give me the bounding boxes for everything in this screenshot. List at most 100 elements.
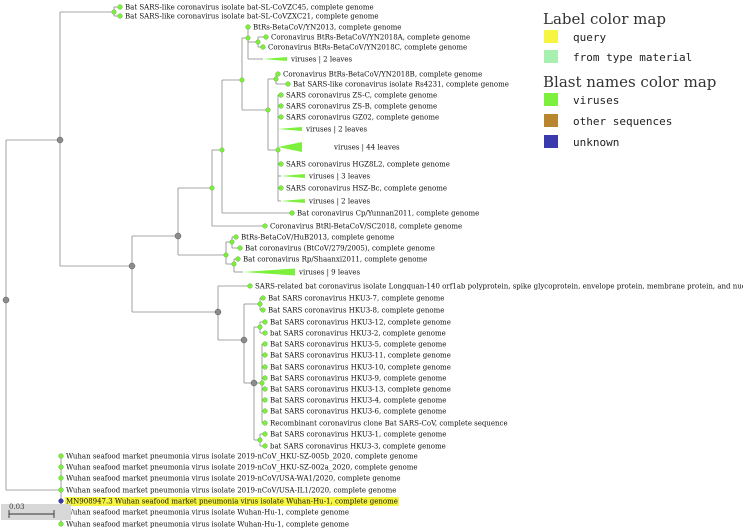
internal-node — [275, 147, 281, 153]
leaf-label: Bat coronavirus Rp/Shaanxi2011, complete… — [243, 256, 427, 264]
internal-node — [255, 39, 261, 45]
leaf-label: Bat SARS coronavirus HKU3-4, complete ge… — [270, 397, 446, 405]
collapsed-clade-label: viruses | 2 leaves — [308, 198, 371, 206]
leaf-node — [58, 521, 64, 527]
leaf-node — [262, 223, 268, 229]
leaf-node — [262, 330, 268, 336]
internal-node — [240, 336, 248, 344]
leaf-labels: Bat SARS-like coronavirus isolate bat-SL… — [66, 4, 743, 529]
leaf-label: Bat SARS coronavirus HKU3-10, complete g… — [270, 364, 451, 372]
query-highlights — [65, 497, 399, 506]
collapsed-clade-label: viruses | 9 leaves — [298, 269, 361, 277]
unknown-swatch — [544, 135, 558, 148]
leaf-label: Bat SARS coronavirus HKU3-5, complete ge… — [270, 341, 446, 349]
leaf-label: Coronavirus BtRs-BetaCoV/YN2018A, comple… — [271, 34, 470, 42]
other-sequences-legend-label: other sequences — [573, 115, 672, 128]
leaf-label: Bat SARS coronavirus HKU3-11, complete g… — [270, 352, 451, 360]
leaf-node — [278, 161, 284, 167]
internal-node — [231, 261, 237, 267]
leaf-node — [245, 24, 251, 30]
leaf-node — [58, 475, 64, 481]
internal-node — [128, 262, 136, 270]
collapsed-clade-label: viruses | 2 leaves — [290, 56, 353, 64]
leaf-label: Bat SARS-like coronavirus isolate Rs4231… — [293, 81, 509, 89]
leaf-label: SARS coronavirus ZS-C, complete genome — [286, 92, 437, 100]
leaf-node — [260, 295, 266, 301]
leaf-label: Bat SARS coronavirus HKU3-7, complete ge… — [268, 295, 444, 303]
viruses-swatch — [544, 93, 558, 106]
leaf-node — [262, 431, 268, 437]
collapsed-clade-wedge — [278, 127, 302, 131]
collapsed-clade-label: viruses | 3 leaves — [308, 173, 371, 181]
leaf-node — [233, 234, 239, 240]
leaf-label: Bat coronavirus (BtCoV/279/2005), comple… — [245, 245, 435, 253]
leaf-label: Wuhan seafood market pneumonia virus iso… — [66, 509, 349, 517]
leaf-label: Bat SARS coronavirus HKU3-6, complete ge… — [270, 408, 446, 416]
leaf-node — [285, 81, 291, 87]
internal-node — [257, 437, 263, 443]
leaf-node — [289, 210, 295, 216]
internal-node — [209, 185, 215, 191]
leaf-label: SARS coronavirus HSZ-Bc, complete genome — [286, 185, 447, 193]
leaf-label: Bat SARS coronavirus HKU3-9, complete ge… — [270, 375, 446, 383]
internal-node — [229, 239, 235, 245]
internal-node — [273, 76, 279, 82]
leaf-node — [262, 319, 268, 325]
internal-node — [111, 9, 117, 15]
leaf-node — [278, 185, 284, 191]
collapsed-clade-label: viruses | 44 leaves — [333, 144, 400, 152]
internal-node — [223, 252, 229, 258]
leaf-label: Bat SARS coronavirus HKU3-13, complete g… — [270, 386, 451, 394]
internal-node — [257, 301, 263, 307]
leaf-label: Recombinant coronavirus clone Bat SARS-C… — [270, 420, 508, 428]
type-material-swatch — [544, 50, 558, 63]
leaf-label: bat SARS coronavirus HKU3-3, complete ge… — [270, 443, 446, 451]
leaf-node — [58, 453, 64, 459]
leaf-label: SARS coronavirus HGZ8L2, complete genome — [286, 161, 450, 169]
leaf-node — [247, 283, 253, 289]
leaf-label: Wuhan seafood market pneumonia virus iso… — [66, 487, 396, 495]
leaf-label: SARS coronavirus GZ02, complete genome — [286, 114, 439, 122]
leaf-label: SARS coronavirus ZS-B, complete genome — [286, 103, 437, 111]
leaf-label: Wuhan seafood market pneumonia virus iso… — [66, 521, 349, 529]
internal-node — [214, 308, 222, 316]
leaf-label: Bat coronavirus Cp/Yunnan2011, complete … — [297, 210, 479, 218]
collapsed-clades — [243, 57, 305, 276]
blast-names-color-map-title: Blast names color map — [543, 73, 716, 91]
internal-node — [250, 379, 258, 387]
leaf-node — [117, 13, 123, 19]
internal-node — [245, 35, 251, 41]
leaf-node — [262, 341, 268, 347]
internal-node — [239, 77, 245, 83]
leaf-node — [58, 464, 64, 470]
leaf-label: Bat SARS coronavirus HKU3-12, complete g… — [270, 319, 451, 327]
leaf-label: bat SARS coronavirus HKU3-2, complete ge… — [270, 330, 446, 338]
leaf-label: Coronavirus BtRl-BetaCoV/SC2018, complet… — [270, 223, 462, 231]
leaf-label: SARS-related bat coronavirus isolate Lon… — [255, 283, 743, 291]
leaf-node — [275, 71, 281, 77]
leaf-node — [278, 114, 284, 120]
leaf-node — [260, 44, 266, 50]
scale-bar-label: 0.03 — [9, 503, 25, 511]
collapsed-clade-label: viruses | 2 leaves — [305, 126, 368, 134]
leaf-node — [262, 352, 268, 358]
leaf-label: Coronavirus BtRs-BetaCoV/YN2018B, comple… — [283, 71, 482, 79]
scale-bar-background — [1, 504, 71, 520]
leaf-label: Bat SARS coronavirus HKU3-1, complete ge… — [270, 431, 446, 439]
query-leaf-label: MN908947.3 Wuhan seafood market pneumoni… — [66, 498, 398, 506]
leaf-node — [262, 408, 268, 414]
query-leaf-node — [58, 498, 64, 504]
label-color-map-title: Label color map — [543, 10, 666, 28]
leaf-node — [278, 103, 284, 109]
internal-node — [2, 296, 10, 304]
leaf-node — [262, 397, 268, 403]
collapsed-clade-wedge — [243, 268, 295, 276]
tree-branches — [5, 6, 292, 524]
internal-node — [56, 136, 64, 144]
leaf-label: Bat SARS-like coronavirus isolate bat-SL… — [125, 13, 379, 21]
collapsed-clade-wedge — [263, 57, 287, 61]
internal-node — [219, 147, 225, 153]
unknown-legend-label: unknown — [573, 136, 619, 149]
leaf-node — [262, 443, 268, 449]
viruses-legend-label: viruses — [573, 94, 619, 107]
